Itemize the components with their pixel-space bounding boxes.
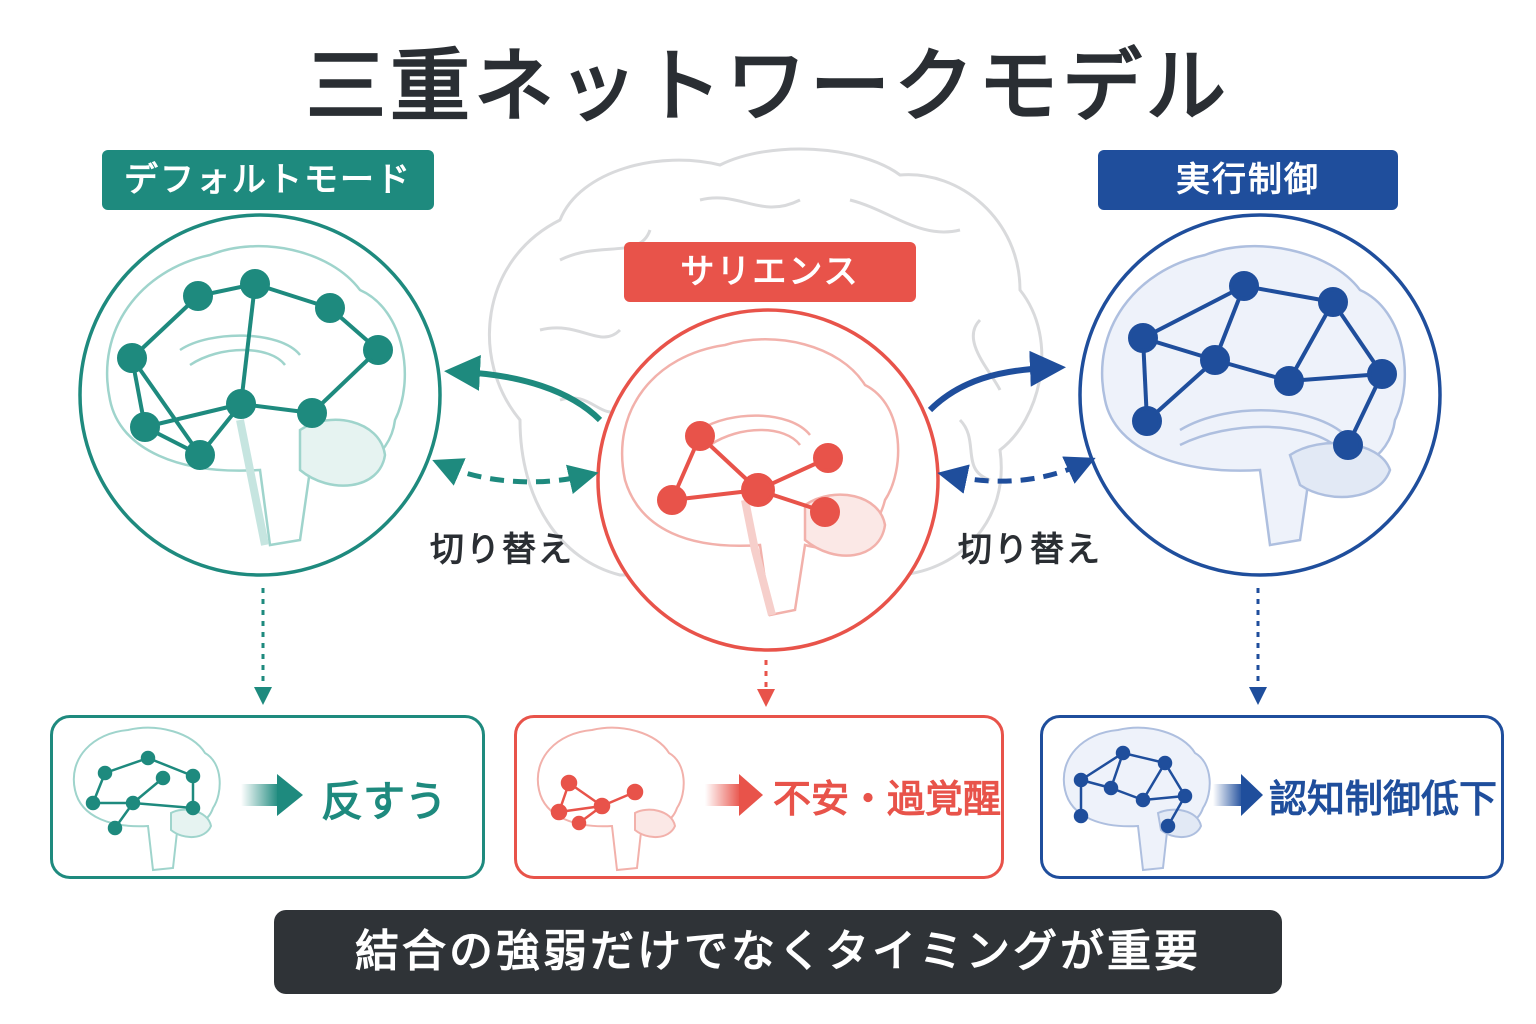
ecn-outcome-graphic bbox=[1062, 726, 1263, 872]
ecn-circle bbox=[1078, 213, 1442, 577]
salience-label: サリエンス bbox=[624, 242, 916, 302]
ecn-label: 実行制御 bbox=[1098, 150, 1398, 210]
small-salience-network bbox=[550, 774, 644, 831]
switch-arrow-right bbox=[937, 456, 1096, 494]
arrow-right-icon bbox=[705, 774, 763, 816]
small-brain-icon bbox=[72, 726, 221, 872]
arrow-salience-to-ecn bbox=[927, 350, 1066, 413]
footer-banner: 結合の強弱だけでなくタイミングが重要 bbox=[274, 910, 1282, 994]
ecn-outcome-text: 認知制御低下 bbox=[1269, 777, 1498, 821]
salience-outcome-graphic bbox=[536, 726, 763, 872]
background-brain-icon bbox=[487, 147, 1044, 577]
dmn-outcome-graphic bbox=[72, 726, 303, 872]
switch-arrow-left bbox=[432, 458, 599, 494]
dmn-network bbox=[117, 269, 393, 470]
arrow-right-icon bbox=[241, 774, 303, 816]
arrow-salience-to-dmn bbox=[444, 354, 603, 423]
switch-label-left: 切り替え bbox=[430, 530, 574, 570]
small-ecn-network bbox=[1073, 745, 1193, 834]
salience-outcome-box: 不安・過覚醒 bbox=[514, 715, 1004, 879]
salience-circle bbox=[596, 308, 940, 652]
dmn-brain-icon bbox=[105, 244, 407, 547]
ecn-outcome-box: 認知制御低下 bbox=[1040, 715, 1504, 879]
small-brain-icon bbox=[536, 726, 685, 872]
dmn-outcome-box: 反すう bbox=[50, 715, 485, 879]
page-title: 三重ネットワークモデル bbox=[306, 40, 1230, 133]
dmn-label: デフォルトモード bbox=[102, 150, 434, 210]
dmn-circle bbox=[78, 213, 442, 577]
switch-label-right: 切り替え bbox=[958, 530, 1102, 570]
dmn-outcome-text: 反すう bbox=[321, 777, 448, 826]
salience-brain-icon bbox=[620, 338, 900, 617]
small-dmn-network bbox=[85, 750, 201, 836]
salience-outcome-text: 不安・過覚醒 bbox=[773, 777, 1002, 821]
arrow-right-icon bbox=[1213, 774, 1263, 816]
salience-network bbox=[657, 421, 843, 527]
ecn-network bbox=[1128, 271, 1397, 460]
